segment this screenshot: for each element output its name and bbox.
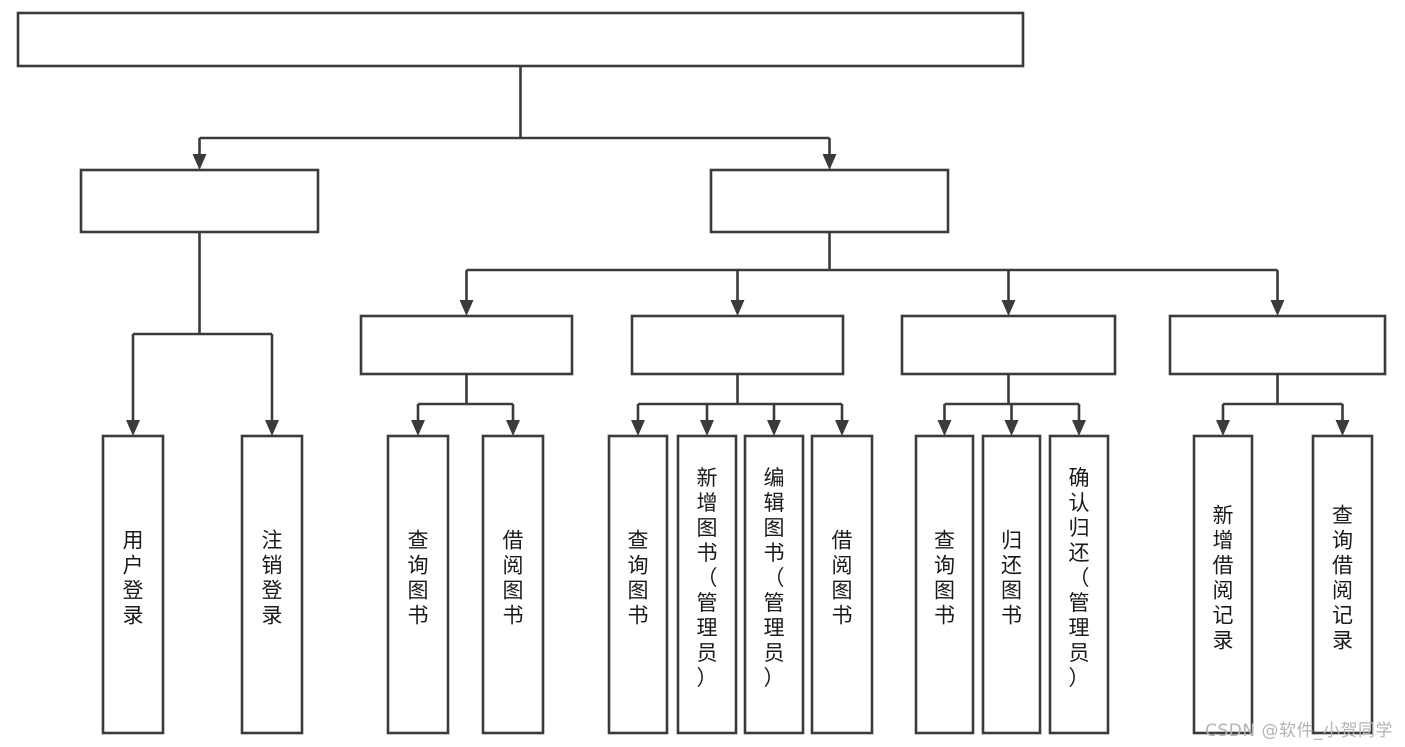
watermark-text: CSDN @软件_小贺同学 (1205, 721, 1393, 741)
node-leaf-query-book-2[interactable]: 查询图书 (607, 434, 669, 735)
arrow-head-icon (1270, 300, 1285, 316)
node-book-borrow[interactable] (630, 314, 845, 376)
node-leaf-add-record[interactable]: 新增借阅记录 (1192, 434, 1254, 735)
arrow-head-icon (459, 300, 474, 316)
node-leaf-user-login[interactable]: 用户登录 (101, 434, 165, 735)
node-leaf-return-book-box[interactable] (981, 434, 1042, 735)
arrow-head-icon (730, 300, 745, 316)
node-leaf-add-book[interactable]: 新增图书（管理员） (676, 434, 738, 735)
node-leaf-add-record-box[interactable] (1192, 434, 1254, 735)
arrow-head-icon (506, 420, 520, 436)
node-root-box[interactable] (16, 11, 1025, 68)
node-leaf-logout[interactable]: 注销登录 (240, 434, 304, 735)
node-user-login[interactable] (79, 168, 320, 234)
node-leaf-query-book-3[interactable]: 查询图书 (914, 434, 975, 735)
node-borrow-record-box[interactable] (1168, 314, 1387, 376)
arrow-head-icon (1004, 420, 1019, 436)
node-leaf-edit-book[interactable]: 编辑图书（管理员） (743, 434, 805, 735)
node-leaf-query-record-label: 查询借阅记录 (1332, 504, 1353, 653)
node-current-borrow[interactable] (900, 314, 1117, 376)
arrow-head-icon (1072, 420, 1086, 436)
node-borrow-record[interactable] (1168, 314, 1387, 376)
arrow-head-icon (411, 420, 425, 436)
arrow-head-icon (1001, 300, 1016, 316)
node-leaf-borrow-book-1[interactable]: 借阅图书 (481, 434, 545, 735)
node-leaf-query-record-box[interactable] (1311, 434, 1374, 735)
node-leaf-borrow-book-1-label: 借阅图书 (503, 529, 524, 628)
node-leaf-query-book-1-box[interactable] (386, 434, 450, 735)
node-leaf-logout-box[interactable] (240, 434, 304, 735)
arrow-head-icon (767, 420, 781, 436)
node-root[interactable] (16, 11, 1025, 68)
node-leaf-user-login-box[interactable] (101, 434, 165, 735)
node-leaf-borrow-book-2[interactable]: 借阅图书 (810, 434, 874, 735)
node-book-manage[interactable] (709, 168, 950, 234)
arrow-head-icon (192, 154, 207, 170)
node-leaf-return-book-label: 归还图书 (1001, 529, 1022, 628)
node-leaf-confirm-return[interactable]: 确认归还（管理员） (1048, 434, 1110, 735)
node-leaf-query-book-3-label: 查询图书 (934, 529, 955, 628)
node-leaf-user-login-label: 用户登录 (123, 529, 144, 628)
arrow-head-icon (1216, 420, 1230, 436)
node-leaf-edit-book-box[interactable] (743, 434, 805, 735)
node-user-login-box[interactable] (79, 168, 320, 234)
node-leaf-borrow-book-2-box[interactable] (810, 434, 874, 735)
node-new-book-recommend[interactable] (359, 314, 574, 376)
node-leaf-borrow-book-1-box[interactable] (481, 434, 545, 735)
node-leaf-return-book[interactable]: 归还图书 (981, 434, 1042, 735)
node-book-manage-box[interactable] (709, 168, 950, 234)
arrow-head-icon (265, 420, 279, 436)
node-leaf-add-book-label: 新增图书（管理员） (697, 466, 718, 690)
node-leaf-query-book-2-label: 查询图书 (628, 529, 649, 628)
node-leaf-add-book-box[interactable] (676, 434, 738, 735)
arrow-head-icon (631, 420, 645, 436)
arrow-head-icon (126, 420, 140, 436)
node-new-book-recommend-box[interactable] (359, 314, 574, 376)
connector-layer (126, 66, 1350, 436)
node-leaf-edit-book-label: 编辑图书（管理员） (764, 466, 785, 690)
node-leaf-query-record[interactable]: 查询借阅记录 (1311, 434, 1374, 735)
node-leaf-confirm-return-box[interactable] (1048, 434, 1110, 735)
node-book-borrow-box[interactable] (630, 314, 845, 376)
node-layer: 用户登录 注销登录 查询图书 借阅图书 查询图书 新增图书（管理员） 编辑图书（管理员） 借阅… (16, 11, 1387, 735)
node-leaf-query-book-1[interactable]: 查询图书 (386, 434, 450, 735)
node-leaf-query-book-2-box[interactable] (607, 434, 669, 735)
arrow-head-icon (1335, 420, 1350, 436)
arrow-head-icon (835, 420, 849, 436)
node-leaf-query-book-1-label: 查询图书 (408, 529, 429, 628)
node-current-borrow-box[interactable] (900, 314, 1117, 376)
node-leaf-confirm-return-label: 确认归还（管理员） (1069, 466, 1090, 690)
arrow-head-icon (700, 420, 714, 436)
node-leaf-borrow-book-2-label: 借阅图书 (832, 529, 853, 628)
arrow-head-icon (937, 420, 952, 436)
node-leaf-logout-label: 注销登录 (262, 529, 283, 628)
arrow-head-icon (822, 154, 837, 170)
node-leaf-add-record-label: 新增借阅记录 (1213, 504, 1234, 653)
node-leaf-query-book-3-box[interactable] (914, 434, 975, 735)
